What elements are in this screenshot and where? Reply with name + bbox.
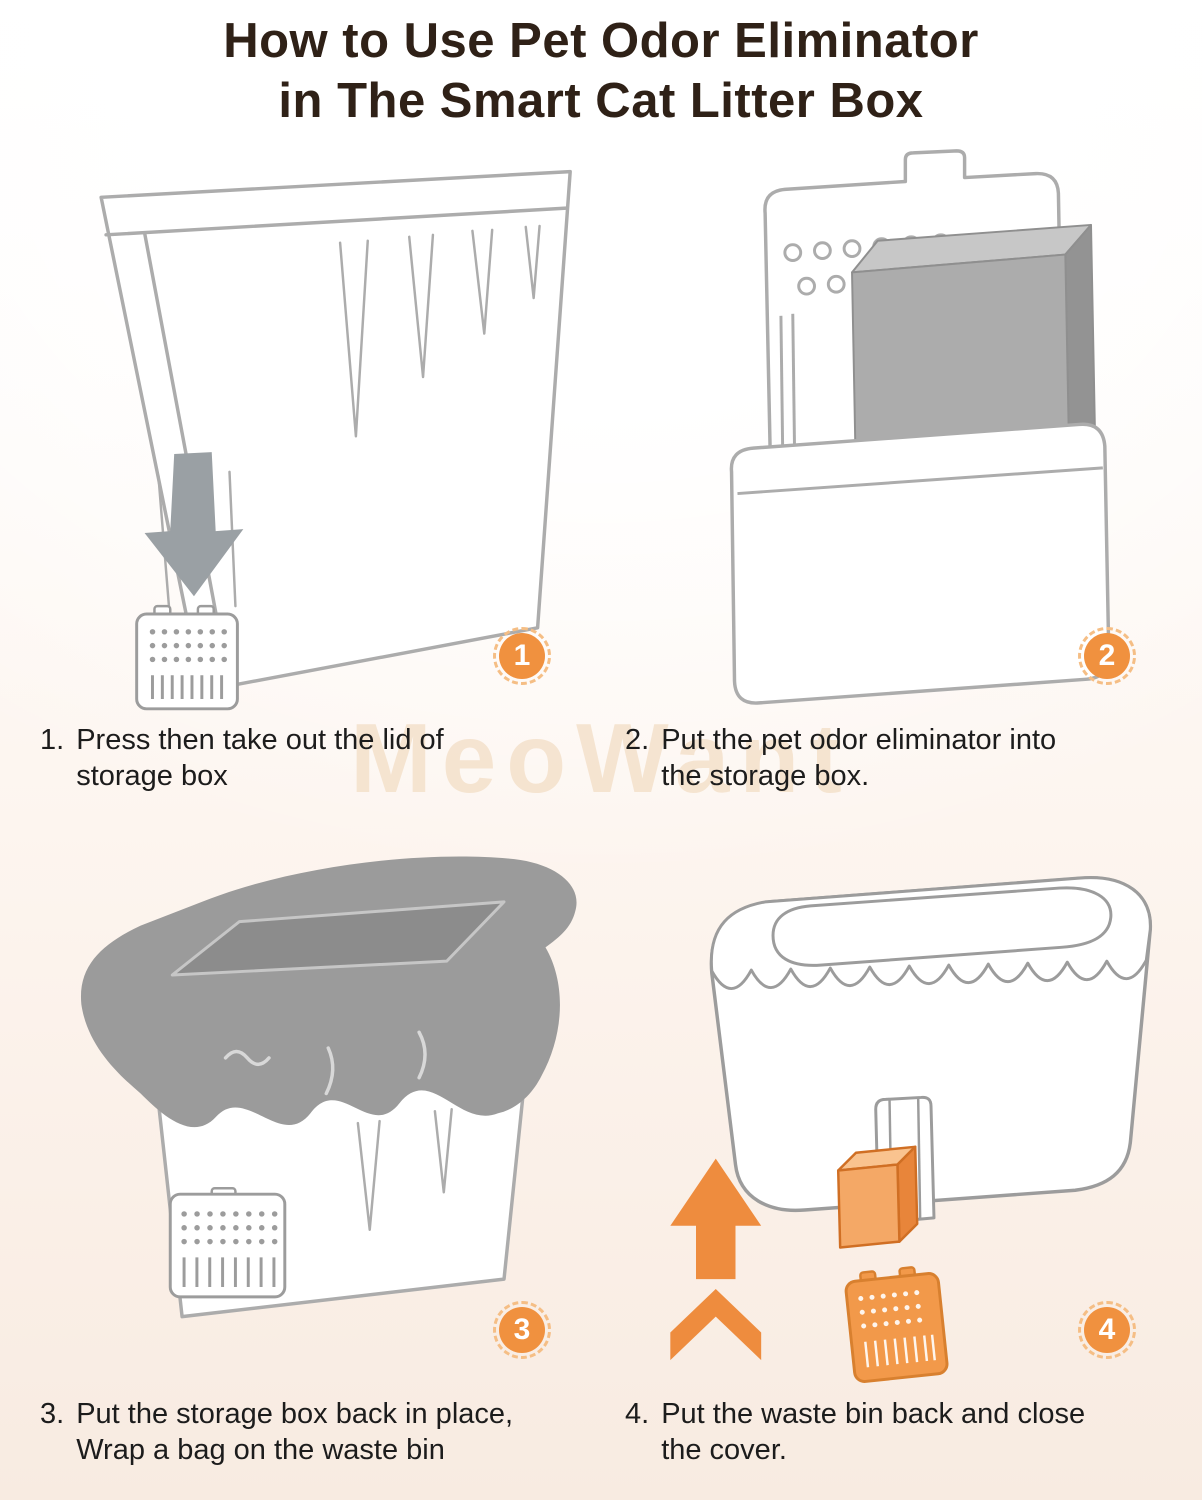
storage-lid-grate <box>135 604 239 710</box>
badge-number: 4 <box>1084 1306 1130 1353</box>
storage-lid-grate-orange <box>844 1266 949 1384</box>
step-3-marker: 3. <box>40 1397 65 1430</box>
caption-line: the storage box. <box>661 760 870 793</box>
steps-grid: 1 1. Press then take out the lid of stor… <box>0 132 1202 1483</box>
title-heading: How to Use Pet Odor Eliminator in The Sm… <box>0 12 1202 132</box>
arrow-up-icon <box>670 1158 762 1361</box>
step1-illustration-waste-bin-lid <box>99 169 572 710</box>
caption-line: the cover. <box>661 1433 787 1466</box>
step-2-caption: 2. Put the pet odor eliminator into the … <box>617 719 1170 809</box>
step4-illustration-waste-bin-back <box>670 876 1152 1384</box>
step3-illustration-bag-on-bin <box>80 856 577 1319</box>
bin-grate-vent <box>168 1187 287 1299</box>
title-line-2: in The Smart Cat Litter Box <box>278 73 924 128</box>
title-line-1: How to Use Pet Odor Eliminator <box>223 14 979 68</box>
step-2-caption-text: Put the pet odor eliminator into the sto… <box>661 723 1056 795</box>
step-2-number-badge: 2 <box>1078 627 1136 686</box>
badge-number: 1 <box>499 633 545 680</box>
storage-box-container <box>729 422 1111 705</box>
caption-line: Wrap a bag on the waste bin <box>76 1433 445 1466</box>
step-3-figure: 3 <box>32 815 585 1393</box>
badge-number: 3 <box>499 1306 545 1353</box>
caption-line: Press then take out the lid of <box>76 724 444 757</box>
step-3-panel: 3 3. Put the storage box back in place, … <box>32 815 585 1483</box>
step-2-figure: 2 <box>617 142 1170 720</box>
garbage-bag <box>80 856 577 1128</box>
step-1-caption-text: Press then take out the lid of storage b… <box>76 723 444 795</box>
step-4-number-badge: 4 <box>1078 1300 1136 1359</box>
step-2-panel: 2 2. Put the pet odor eliminator into th… <box>617 142 1170 810</box>
step-4-panel: 4 4. Put the waste bin back and close th… <box>617 815 1170 1483</box>
watermark: MeoWant <box>350 703 852 813</box>
odor-eliminator-box-orange <box>836 1145 919 1249</box>
step-2-marker: 2. <box>625 724 650 757</box>
page-title: How to Use Pet Odor Eliminator in The Sm… <box>0 0 1202 132</box>
odor-eliminator-box <box>851 223 1096 481</box>
step-1-panel: 1 1. Press then take out the lid of stor… <box>32 142 585 810</box>
step-1-figure: 1 <box>32 142 585 720</box>
caption-line: Put the waste bin back and close <box>661 1397 1086 1430</box>
step-1-number-badge: 1 <box>493 627 551 686</box>
step-3-number-badge: 3 <box>493 1300 551 1359</box>
step-4-marker: 4. <box>625 1397 650 1430</box>
step-3-caption: 3. Put the storage box back in place, Wr… <box>32 1393 585 1483</box>
arrow-down-icon <box>144 451 244 596</box>
bag-liner <box>709 876 1152 990</box>
step-1-marker: 1. <box>40 724 65 757</box>
step-4-figure: 4 <box>617 815 1170 1393</box>
step-3-caption-text: Put the storage box back in place, Wrap … <box>76 1397 513 1469</box>
step-4-caption-text: Put the waste bin back and close the cov… <box>661 1397 1085 1469</box>
step2-illustration-odor-eliminator-insert <box>729 148 1111 705</box>
step-1-caption: 1. Press then take out the lid of storag… <box>32 719 585 809</box>
caption-line: Put the storage box back in place, <box>76 1397 514 1430</box>
badge-number: 2 <box>1084 633 1130 680</box>
step-4-caption: 4. Put the waste bin back and close the … <box>617 1393 1170 1483</box>
caption-line: storage box <box>76 760 228 793</box>
caption-line: Put the pet odor eliminator into <box>661 724 1057 757</box>
